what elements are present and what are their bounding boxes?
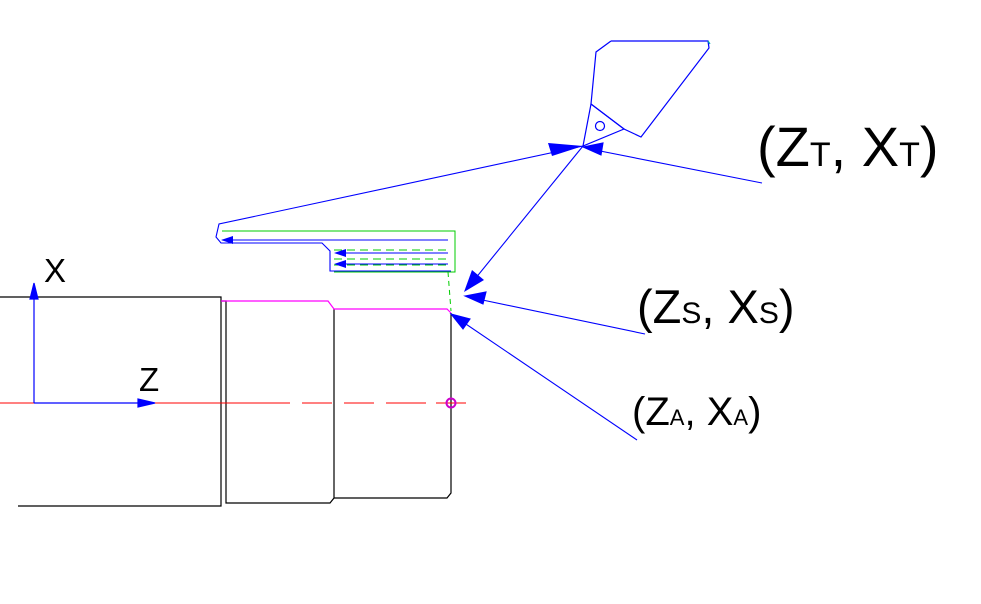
start-label-open: ( <box>637 280 653 333</box>
leader-tool <box>589 148 763 184</box>
leader-tool-arrowhead <box>581 142 604 156</box>
a-label-z: Z <box>645 390 670 434</box>
a-label-close: ) <box>748 390 762 434</box>
tool-holder-tick <box>707 40 711 45</box>
tool-insert <box>582 102 626 147</box>
workpiece-step-1 <box>221 300 335 504</box>
workpiece-step-2 <box>334 313 452 499</box>
leader-a-arrowhead <box>449 313 471 330</box>
tool-label-close: ) <box>919 115 939 178</box>
tool-label-x: X <box>861 115 900 178</box>
rough-arrowhead-2 <box>334 249 346 257</box>
a-label-x: X <box>706 390 734 434</box>
rough-contour-line <box>215 145 584 272</box>
rough-contour <box>215 145 584 272</box>
tool-label-x-sub: T <box>899 136 920 174</box>
start-label-z: Z <box>652 280 682 333</box>
tool-label-z: Z <box>775 115 810 178</box>
x-axis-arrowhead <box>29 282 39 300</box>
start-label-x: X <box>727 280 759 333</box>
tool-to-start-arrowhead <box>464 270 484 292</box>
rough-arrowhead-3 <box>334 260 346 268</box>
a-point-label: (ZA, XA) <box>632 392 761 432</box>
start-point-label: (ZS, XS) <box>637 283 795 330</box>
workpiece <box>0 296 452 507</box>
z-axis-label: Z <box>139 361 160 398</box>
tool-to-start-line <box>465 145 584 291</box>
workpiece-body <box>0 296 222 507</box>
insert-screw-icon <box>594 120 606 132</box>
rough-pass-arrowheads <box>221 236 346 268</box>
finished-profile <box>221 300 452 314</box>
tool-label-open: ( <box>757 115 776 178</box>
leader-start <box>472 297 646 335</box>
leader-lines <box>449 142 763 441</box>
toolpath-upper <box>222 230 456 273</box>
a-label-x-sub: A <box>733 405 749 430</box>
tool-holder-body <box>590 40 710 138</box>
toolpath-approach <box>447 271 452 312</box>
x-axis-label: X <box>44 252 67 289</box>
z-axis-arrowhead <box>137 398 156 408</box>
a-label-sep: , <box>684 390 707 434</box>
coordinate-axes <box>29 282 156 408</box>
leader-a <box>456 317 638 441</box>
start-label-sep: , <box>701 280 728 333</box>
start-label-close: ) <box>778 280 795 333</box>
a-label-open: ( <box>632 390 646 434</box>
tool-label-sep: , <box>830 115 862 178</box>
tool-to-start-origin-arrowhead <box>548 143 583 156</box>
rough-arrowhead-1 <box>221 236 233 244</box>
leader-start-arrowhead <box>463 291 487 305</box>
start-label-z-sub: S <box>681 297 702 330</box>
program-origin-marker <box>445 397 457 409</box>
tool-label-z-sub: T <box>809 136 831 174</box>
start-label-x-sub: S <box>758 297 779 330</box>
tool-holder <box>582 40 711 147</box>
tool-point-label: (ZT, XT) <box>757 119 939 175</box>
a-label-z-sub: A <box>669 405 685 430</box>
